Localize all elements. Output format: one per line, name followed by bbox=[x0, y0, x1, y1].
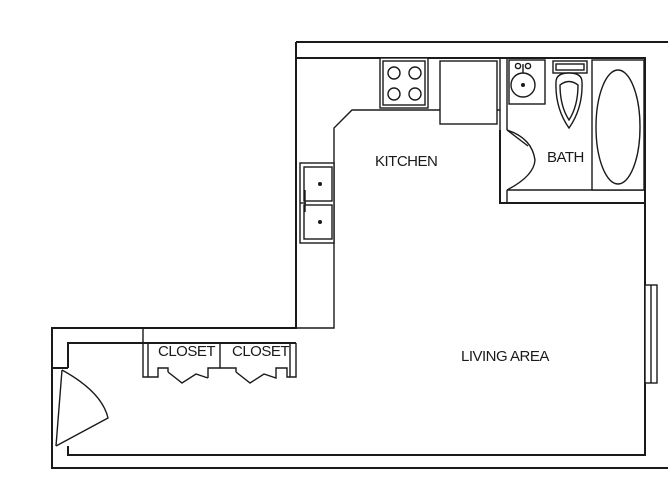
living-area-label: LIVING AREA bbox=[461, 348, 549, 365]
bathtub-icon bbox=[591, 59, 645, 191]
closet-2 bbox=[220, 343, 297, 384]
kitchen-sink-icon bbox=[299, 162, 335, 244]
kitchen-counter bbox=[296, 58, 501, 329]
refrigerator-icon bbox=[439, 60, 498, 125]
entry-door bbox=[55, 369, 109, 447]
bath-label: BATH bbox=[547, 149, 584, 166]
closet-2-label: CLOSET bbox=[232, 343, 289, 360]
closet-1 bbox=[142, 328, 221, 384]
closet-1-label: CLOSET bbox=[158, 343, 215, 360]
toilet-icon bbox=[552, 60, 588, 130]
bathroom-sink-icon bbox=[508, 59, 546, 105]
bathroom-door bbox=[506, 129, 536, 191]
stove-icon bbox=[379, 57, 429, 109]
window bbox=[644, 284, 658, 384]
kitchen-label: KITCHEN bbox=[375, 153, 437, 170]
